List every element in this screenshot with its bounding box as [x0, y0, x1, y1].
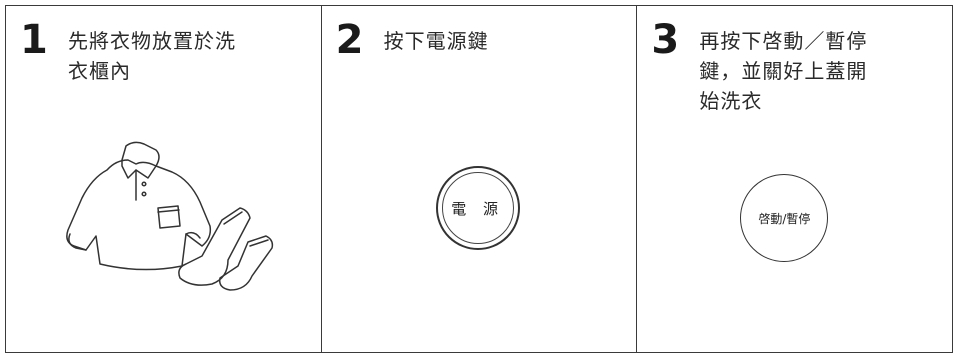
step-3-panel: 3 再按下啓動／暫停 鍵，並關好上蓋開 始洗衣 啓動/暫停 — [637, 6, 952, 352]
clothes-icon — [66, 141, 274, 291]
step-2-panel: 2 按下電源鍵 電 源 — [322, 6, 638, 352]
step-3-text: 再按下啓動／暫停 鍵，並關好上蓋開 始洗衣 — [699, 29, 868, 113]
step-2-number: 2 — [335, 17, 364, 63]
step-1-panel: 1 先將衣物放置於洗 衣櫃內 — [6, 6, 322, 352]
start-pause-button-label: 啓動/暫停 — [758, 211, 811, 226]
step-1-text: 先將衣物放置於洗 衣櫃內 — [68, 29, 236, 83]
instruction-table: 1 先將衣物放置於洗 衣櫃內 — [5, 5, 953, 353]
power-button[interactable]: 電 源 — [435, 166, 520, 250]
power-button-label: 電 源 — [451, 199, 505, 218]
start-pause-button[interactable]: 啓動/暫停 — [740, 174, 829, 262]
step-3-number: 3 — [651, 17, 680, 63]
step-2-text: 按下電源鍵 — [383, 29, 489, 53]
step-1-number: 1 — [20, 17, 48, 63]
